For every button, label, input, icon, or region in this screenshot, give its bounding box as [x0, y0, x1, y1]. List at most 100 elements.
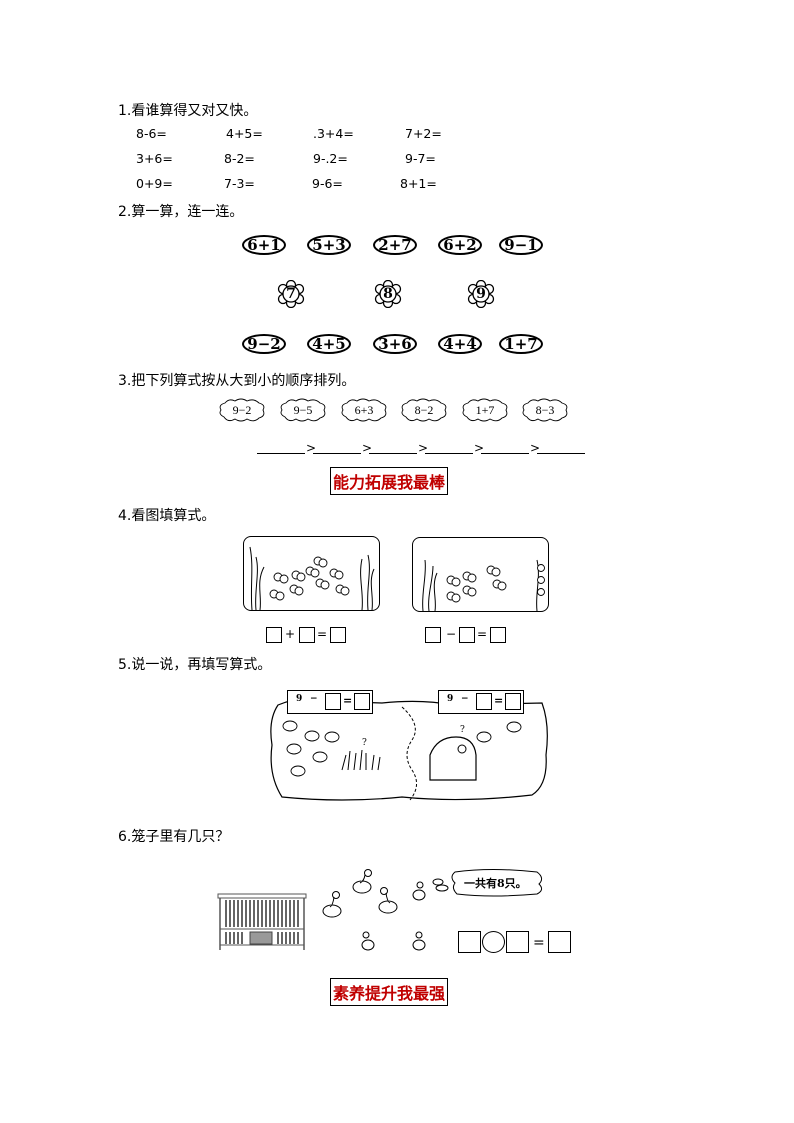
section-banner-literacy: 素养提升我最强 [330, 978, 449, 1006]
q6-answer-box[interactable] [458, 931, 481, 953]
q3-cloud-expression: 6+3 [339, 397, 389, 423]
q3-cloud-expression: 9−2 [217, 397, 267, 423]
cloud-icon [522, 398, 568, 422]
q2-flower-answer[interactable]: 9 [467, 279, 495, 309]
q6-answer-box[interactable] [548, 931, 571, 953]
q3-greater-than: > [362, 441, 373, 455]
q3-greater-than: > [530, 441, 541, 455]
cloud-icon [341, 398, 387, 422]
q4-answer-box[interactable] [330, 627, 346, 643]
cage-picture [216, 892, 308, 952]
equation-number: 9 [296, 694, 303, 704]
cage-icon [217, 893, 307, 950]
q3-cloud-expression: 8−3 [520, 397, 570, 423]
flower-icon [467, 279, 495, 309]
q3-answer-blank[interactable] [369, 453, 417, 454]
q1-expr: .3+4= [313, 126, 354, 141]
q1-expr: 9-.2= [313, 151, 348, 166]
q4-right-picture [412, 537, 549, 612]
q5-right-equation: 9 − = [438, 690, 524, 714]
q5-answer-box[interactable] [354, 693, 370, 710]
q4-answer-box[interactable] [459, 627, 475, 643]
fish-and-seaweed-icon [422, 559, 545, 612]
q3-answer-blank[interactable] [257, 453, 305, 454]
plus-sign: + [285, 627, 296, 641]
q1-expr: 4+5= [226, 126, 263, 141]
q1-expr: 3+6= [136, 151, 173, 166]
cloud-icon [401, 398, 447, 422]
q3-answer-blank[interactable] [425, 453, 473, 454]
ducks-picture [316, 865, 436, 960]
cloud-text: 9−2 [232, 402, 252, 417]
q6-operator-circle[interactable] [482, 931, 505, 953]
q2-bottom-expression[interactable]: 4+5 [307, 334, 351, 354]
q2-top-expression[interactable]: 2+7 [373, 235, 417, 255]
q1-expr: 8-2= [224, 151, 255, 166]
flower-icon [374, 279, 402, 309]
cloud-text: 8−3 [535, 402, 555, 417]
duck-icon [322, 869, 426, 951]
q5-answer-box[interactable] [325, 693, 341, 710]
q5-answer-box[interactable] [505, 693, 521, 710]
speech-text: 一共有8只。 [464, 877, 527, 890]
q1-expr: 0+9= [136, 176, 173, 191]
question-3-title: 3.把下列算式按从大到小的顺序排列。 [118, 373, 356, 389]
q4-answer-box[interactable] [490, 627, 506, 643]
q1-expr: 7-3= [224, 176, 255, 191]
cloud-icon [219, 398, 265, 422]
q2-top-expression[interactable]: 6+1 [242, 235, 286, 255]
q5-answer-box[interactable] [476, 693, 492, 710]
q2-flower-answer[interactable]: 8 [374, 279, 402, 309]
equation-number: 9 [447, 694, 454, 704]
flower-number: 8 [383, 286, 393, 302]
q3-answer-blank[interactable] [313, 453, 361, 454]
cloud-icon [462, 398, 508, 422]
flower-icon [277, 279, 305, 309]
question-2-title: 2.算一算，连一连。 [118, 204, 244, 220]
minus-sign: − [446, 627, 457, 641]
q4-answer-box[interactable] [266, 627, 282, 643]
q2-top-expression[interactable]: 5+3 [307, 235, 351, 255]
section-banner-ability: 能力拓展我最棒 [330, 467, 449, 495]
q3-cloud-expression: 8−2 [399, 397, 449, 423]
equals-sign: = [317, 627, 328, 641]
q3-greater-than: > [306, 441, 317, 455]
q3-cloud-expression: 9−5 [278, 397, 328, 423]
q6-answer-box[interactable] [506, 931, 529, 953]
q2-flower-answer[interactable]: 7 [277, 279, 305, 309]
q2-top-expression[interactable]: 9−1 [499, 235, 543, 255]
snails-and-birds-scene-icon: ? ? [270, 698, 548, 801]
cloud-text: 6+3 [354, 402, 374, 417]
cloud-text: 9−5 [293, 402, 313, 417]
q2-bottom-expression[interactable]: 1+7 [499, 334, 543, 354]
q2-bottom-expression[interactable]: 3+6 [373, 334, 417, 354]
q1-expr: 9-6= [312, 176, 343, 191]
question-5-title: 5.说一说，再填写算式。 [118, 657, 272, 673]
speech-bubble: 一共有8只。 [431, 868, 547, 898]
flower-number: 7 [286, 286, 296, 302]
q4-left-picture [243, 536, 380, 611]
q2-bottom-expression[interactable]: 4+4 [438, 334, 482, 354]
minus-sign: − [310, 694, 318, 704]
q3-greater-than: > [418, 441, 429, 455]
equals-sign: = [477, 627, 488, 641]
q1-expr: 7+2= [405, 126, 442, 141]
q4-answer-box[interactable] [425, 627, 441, 643]
q2-bottom-expression[interactable]: 9−2 [242, 334, 286, 354]
q3-answer-blank[interactable] [481, 453, 529, 454]
q3-greater-than: > [474, 441, 485, 455]
equals-sign: = [343, 694, 353, 707]
fish-and-seaweed-icon [249, 546, 375, 611]
q3-cloud-expression: 1+7 [460, 397, 510, 423]
q3-answer-blank[interactable] [537, 453, 585, 454]
svg-text:?: ? [362, 738, 367, 748]
cloud-text: 8−2 [414, 402, 434, 417]
question-6-title: 6.笼子里有几只？ [118, 829, 230, 845]
q4-answer-box[interactable] [299, 627, 315, 643]
q2-top-expression[interactable]: 6+2 [438, 235, 482, 255]
equals-sign: = [494, 694, 504, 707]
minus-sign: − [461, 694, 469, 704]
thought-bubble-icon [432, 869, 543, 897]
flower-number: 9 [476, 286, 486, 302]
question-4-title: 4.看图填算式。 [118, 508, 216, 524]
